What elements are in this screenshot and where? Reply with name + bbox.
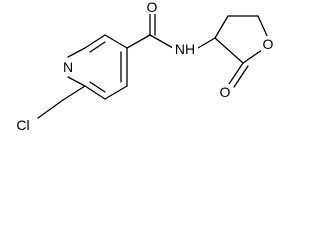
atom-label-o-amide: O	[147, 0, 158, 15]
atom-label-o-ring: O	[263, 36, 274, 52]
bond-c1-cl	[62, 85, 86, 101]
bond-c4-camide	[126, 34, 151, 49]
bond-c2-c3-inner	[89, 41, 106, 53]
bond-lac-co-1	[228, 62, 244, 85]
label-bg-o-lactone	[217, 84, 233, 100]
label-bg-o-amide	[145, 0, 161, 14]
molecule-svg: N Cl O NH O O	[12, 0, 277, 133]
label-bg-cl	[12, 117, 34, 133]
bond-nh-c3	[197, 37, 216, 49]
bond-lac-c5-o	[257, 15, 269, 39]
atom-label-o-lactone: O	[220, 84, 231, 100]
label-bg-nh	[172, 41, 198, 57]
bond-camide-nh	[149, 34, 174, 49]
atom-label-n-pyridine: N	[63, 59, 73, 75]
bond-lac-co-2	[233, 65, 249, 88]
atom-label-nh: NH	[175, 41, 195, 57]
bond-c2-c3	[84, 34, 106, 49]
bond-lac-o-c2	[242, 49, 263, 64]
bond-n-c2	[67, 47, 86, 58]
bond-c5-c6	[104, 85, 128, 100]
bond-c6-c1	[84, 85, 106, 100]
bond-c6-c1-inner	[89, 81, 106, 93]
structure-diagram: N Cl O NH O O	[12, 0, 277, 133]
bond-lac-c2-c3	[214, 37, 244, 64]
bond-c1-n	[67, 76, 86, 87]
bond-cl-tail	[37, 99, 64, 119]
bond-lac-c3-c4	[214, 15, 229, 39]
label-bg-o-ring	[261, 36, 277, 52]
bond-c3-c4	[104, 34, 128, 49]
atom-label-cl: Cl	[16, 117, 29, 133]
label-bg-n	[61, 59, 75, 75]
